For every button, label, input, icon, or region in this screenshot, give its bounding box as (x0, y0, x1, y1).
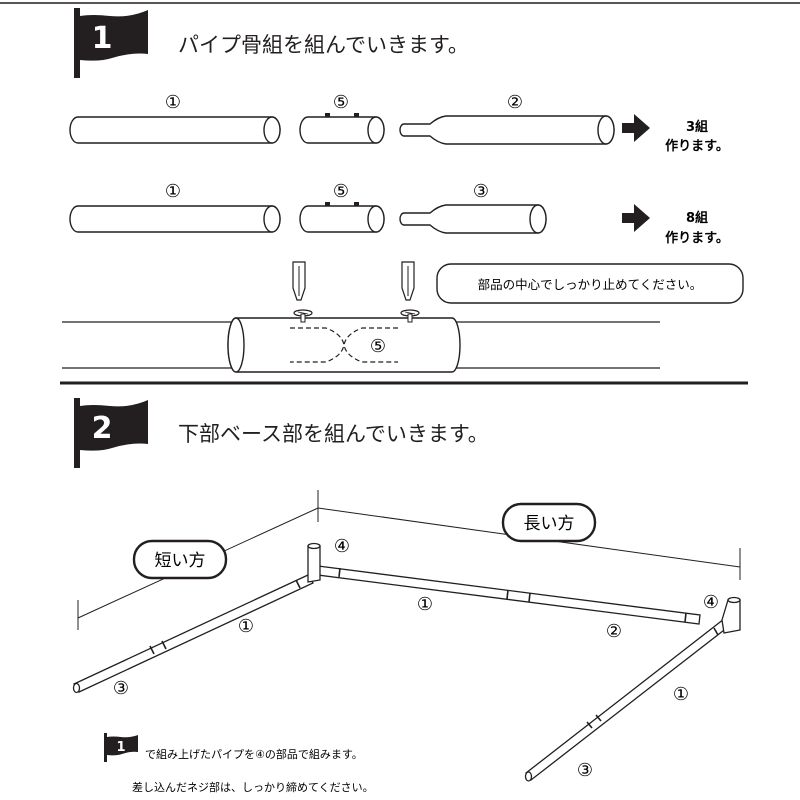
part-label-top-middle: ① (417, 594, 433, 615)
row2-pipes (69, 204, 547, 234)
row1-screws (325, 113, 359, 117)
note-flag-number: 1 (116, 740, 125, 755)
row2-label-3: ③ (473, 181, 489, 202)
step2-flag: 2 (74, 398, 148, 468)
part-label-left-middle: ① (238, 616, 254, 637)
row1-pipes (69, 115, 615, 145)
base-frame (72, 542, 741, 782)
part-label-corner-right: ④ (703, 592, 719, 613)
part-label-right-middle: ① (673, 684, 689, 705)
long-side-pill: 長い方 (501, 502, 597, 543)
callout-box (436, 263, 744, 304)
row1-result-count: 3組 (686, 119, 708, 135)
part-label-corner-left: ④ (334, 536, 350, 557)
callout-text: 部品の中心でしっかり止めてください。 (478, 277, 703, 292)
part-label-top-right: ② (606, 621, 622, 642)
row1-arrow-icon (622, 114, 650, 142)
row1-result-text: 作ります。 (665, 138, 729, 154)
note-line-1: で組み上げたパイプを④の部品で組みます。 (145, 747, 363, 761)
long-side-label: 長い方 (524, 514, 575, 534)
row2-label-1: ① (165, 181, 181, 202)
step2-number: 2 (92, 411, 113, 446)
row2-screws (325, 202, 359, 206)
note-flag-icon: 1 (104, 733, 138, 762)
row1-label-3: ② (507, 92, 523, 113)
joint-detail (62, 317, 660, 373)
screwdriver-right-icon (400, 261, 420, 323)
part-label-left-end: ③ (113, 678, 129, 699)
joint-label: ⑤ (370, 336, 386, 357)
step1-flag: 1 (74, 8, 148, 78)
row1-label-1: ① (165, 92, 181, 113)
note-line-2: 差し込んだネジ部は、しっかり締めてください。 (132, 780, 374, 794)
row2-label-2: ⑤ (333, 181, 349, 202)
frame-joints (149, 567, 719, 729)
short-side-label: 短い方 (155, 551, 206, 571)
row2-result-text: 作ります。 (665, 230, 729, 246)
step1-number: 1 (92, 21, 113, 56)
row1-label-2: ⑤ (333, 92, 349, 113)
part-label-right-end: ③ (577, 760, 593, 781)
short-side-pill: 短い方 (132, 539, 228, 580)
screwdriver-left-icon (292, 261, 313, 323)
step2-title: 下部ベース部を組んでいきます。 (178, 422, 489, 446)
row2-arrow-icon (622, 204, 650, 232)
step1-title: パイプ骨組を組んでいきます。 (178, 33, 469, 57)
row2-result-count: 8組 (686, 210, 708, 226)
